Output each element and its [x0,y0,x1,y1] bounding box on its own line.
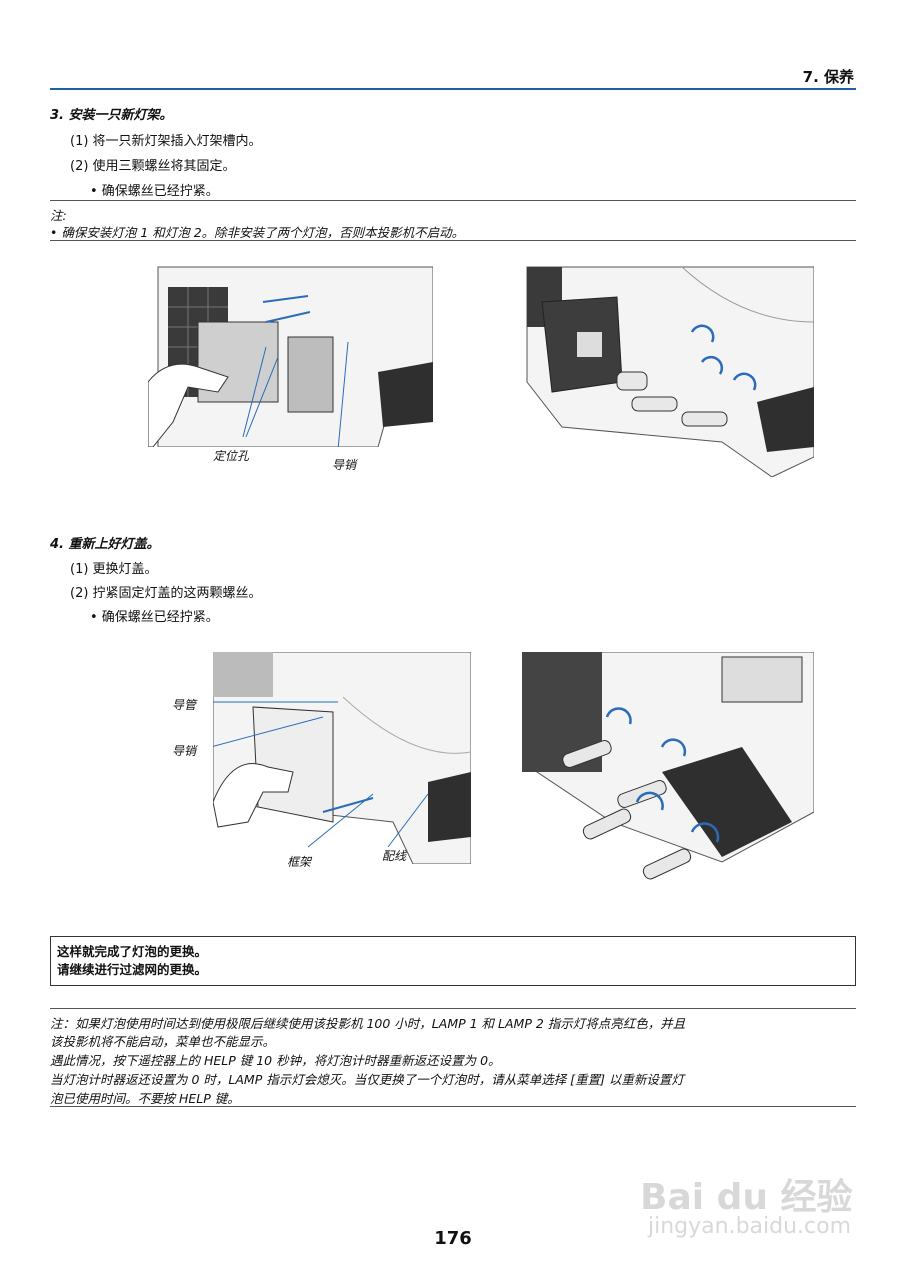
completion-line-2: 请继续进行过滤网的更换。 [57,962,208,977]
label-guide-pin-1: 导销 [332,458,357,472]
step3-item-1: (1) 将一只新灯架插入灯架槽内。 [70,134,262,149]
baidu-watermark-logo: Bai du 经验 [640,1177,853,1218]
note1-text: • 确保安装灯泡 1 和灯泡 2。除非安装了两个灯泡，否则本投影机不启动。 [50,225,465,240]
note2-line-1: 注：如果灯泡使用时间达到使用极限后继续使用该投影机 100 小时，LAMP 1 … [50,1016,686,1031]
note2-line-3: 遇此情况，按下遥控器上的 HELP 键 10 秒钟，将灯泡计时器重新返还设置为 … [50,1053,501,1068]
step4-item-1: (1) 更换灯盖。 [70,562,158,577]
note1-top-rule [50,200,856,201]
label-guide-tube: 导管 [172,698,197,712]
baidu-watermark-url: jingyan.baidu.com [648,1214,852,1239]
lamp-screws-illustration [522,262,815,478]
completion-line-1: 这样就完成了灯泡的更换。 [57,944,208,959]
lamp-insert-illustration [147,262,434,451]
note2-bottom-rule [50,1106,856,1107]
step4-title: 4. 重新上好灯盖。 [50,537,160,552]
cover-replace-illustration [202,651,472,865]
label-wiring: 配线 [382,849,407,863]
note2-line-5: 泡已使用时间。不要按 HELP 键。 [50,1091,240,1106]
step4-item-2: (2) 拧紧固定灯盖的这两颗螺丝。 [70,586,262,601]
header-rule [50,88,856,90]
note1-bottom-rule [50,240,856,241]
step3-item-2: (2) 使用三颗螺丝将其固定。 [70,159,236,174]
note1-label: 注: [50,208,67,223]
page-number: 176 [434,1228,472,1249]
step3-title: 3. 安装一只新灯架。 [50,108,173,123]
note2-line-4: 当灯泡计时器返还设置为 0 时，LAMP 指示灯会熄灭。当仅更换了一个灯泡时，请… [50,1072,684,1087]
label-guide-pin-2: 导销 [172,744,197,758]
note2-line-2: 该投影机将不能启动，菜单也不能显示。 [50,1034,276,1049]
section-title: 7. 保养 [802,68,854,86]
cover-screws-illustration [521,651,815,892]
step4-bullet: • 确保螺丝已经拧紧。 [90,610,219,625]
note2-top-rule [50,1008,856,1009]
label-frame: 框架 [287,855,312,869]
label-positioning-hole: 定位孔 [213,449,250,463]
completion-box: 这样就完成了灯泡的更换。 请继续进行过滤网的更换。 [50,936,856,986]
step3-bullet: • 确保螺丝已经拧紧。 [90,184,219,199]
